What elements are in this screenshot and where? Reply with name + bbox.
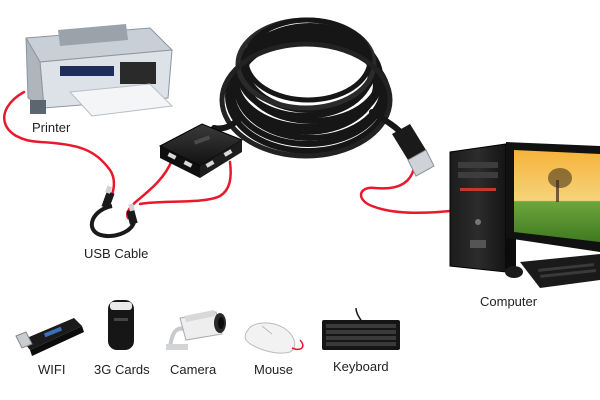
usb-cable-icon — [89, 185, 138, 239]
usb-plug-icon — [392, 124, 435, 177]
camera-icon — [166, 310, 226, 350]
printer-icon — [25, 24, 174, 117]
3g-cards-label: 3G Cards — [94, 362, 150, 377]
mouse-icon — [244, 322, 304, 354]
keyboard-label: Keyboard — [333, 359, 389, 374]
desktop-computer-icon — [449, 142, 600, 288]
keyboard-icon — [322, 307, 400, 350]
computer-label: Computer — [480, 294, 538, 309]
usb-hub-icon — [158, 123, 244, 178]
3g-card-icon — [108, 300, 134, 350]
cable-hub-to-out — [138, 160, 232, 206]
coiled-cable-icon — [211, 17, 407, 159]
cable-usb-to-computer — [359, 166, 452, 215]
mouse-label: Mouse — [254, 362, 294, 377]
cable-printer-to-cable — [3, 90, 116, 207]
hub-usb-ports — [167, 149, 233, 168]
camera-label: Camera — [170, 362, 217, 377]
wifi-label: WIFI — [38, 362, 66, 377]
usb-cable-label: USB Cable — [84, 246, 149, 261]
printer-label: Printer — [32, 120, 71, 135]
wifi-dongle-icon — [15, 318, 84, 356]
